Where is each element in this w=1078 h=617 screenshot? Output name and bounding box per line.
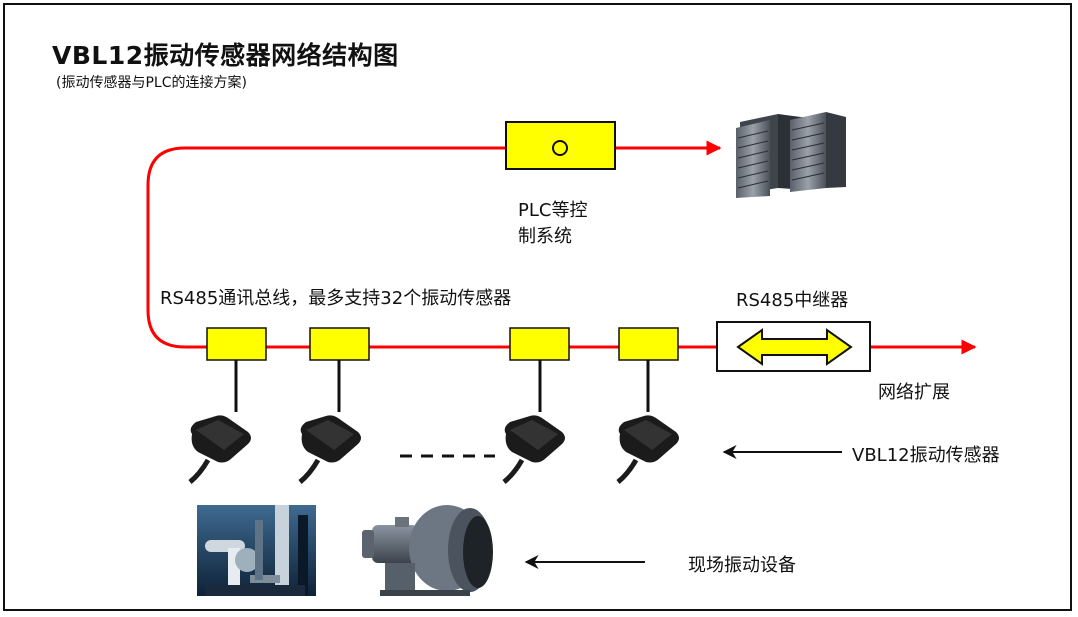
rs485-repeater bbox=[716, 321, 871, 372]
plc-label-line2: 制系统 bbox=[518, 226, 572, 247]
vibration-sensor-icon-1 bbox=[188, 415, 251, 484]
plc-label-line1: PLC等控 bbox=[518, 200, 588, 221]
bus-node-4 bbox=[618, 327, 679, 361]
equipment-label: 现场振动设备 bbox=[688, 555, 796, 576]
vibration-sensor-icon-2 bbox=[298, 415, 361, 484]
network-extension-label: 网络扩展 bbox=[878, 382, 950, 403]
diagram-frame bbox=[3, 3, 1072, 611]
bus-label: RS485通讯总线，最多支持32个振动传感器 bbox=[160, 288, 512, 309]
plc-box bbox=[505, 121, 616, 170]
blower-motor-icon bbox=[362, 505, 493, 596]
plc-label: PLC等控 制系统 bbox=[518, 198, 628, 250]
bus-node-1 bbox=[206, 327, 267, 361]
diagram-subtitle: (振动传感器与PLC的连接方案) bbox=[56, 75, 247, 91]
bus-line-loop bbox=[146, 146, 717, 349]
bus-node-2 bbox=[309, 327, 370, 361]
industrial-plant-icon bbox=[197, 505, 316, 596]
double-arrow-icon bbox=[736, 328, 853, 366]
bus-node-3 bbox=[509, 327, 570, 361]
vibration-sensor-icon-4 bbox=[616, 415, 679, 484]
repeater-label: RS485中继器 bbox=[736, 290, 849, 311]
sensor-label: VBL12振动传感器 bbox=[852, 445, 1000, 466]
plc-indicator-icon bbox=[552, 140, 568, 156]
server-rack-icon bbox=[736, 112, 846, 198]
vibration-sensor-icon-3 bbox=[502, 415, 565, 484]
diagram-title: VBL12振动传感器网络结构图 bbox=[52, 41, 399, 70]
